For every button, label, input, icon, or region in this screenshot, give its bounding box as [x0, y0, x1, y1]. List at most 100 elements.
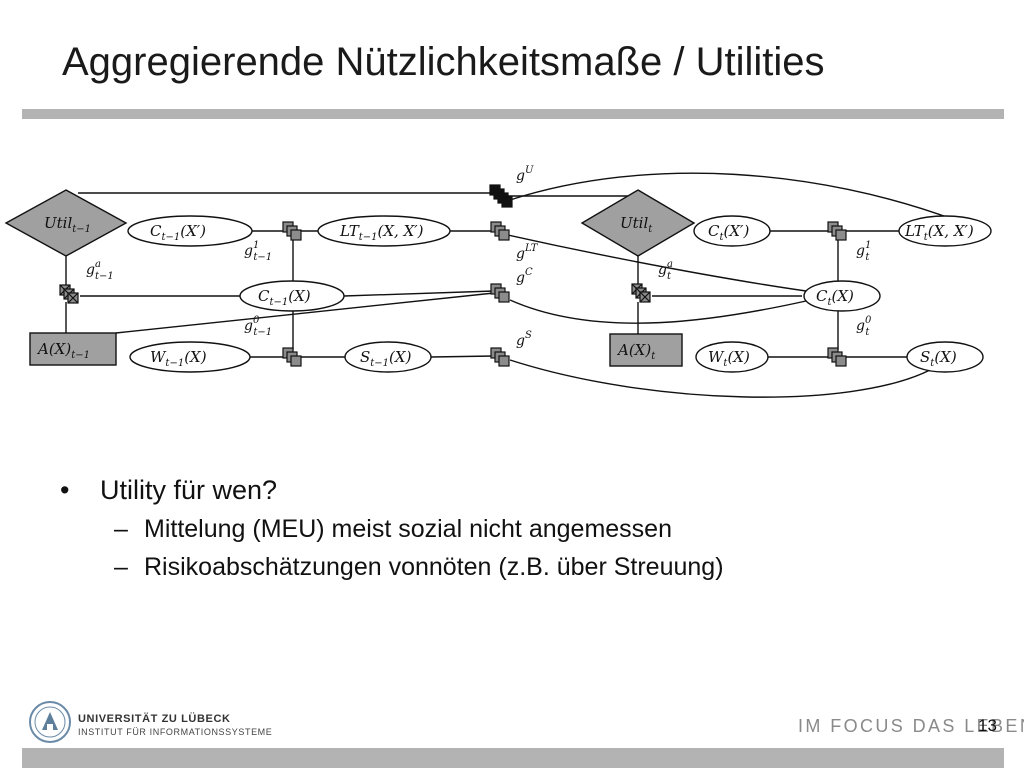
node-c-x-curr-base: C [816, 287, 828, 305]
node-s-prev-args: (X) [389, 348, 412, 366]
node-util-curr-base: Util [620, 214, 648, 232]
node-lt-prev-sub: t−1 [359, 232, 378, 243]
bullet-list: • Utility für wen? – Mittelung (MEU) mei… [60, 470, 980, 586]
diagram-factors [59, 184, 847, 367]
node-c-x-prev-shape [239, 280, 345, 312]
page-number: 13 [978, 716, 997, 735]
node-c-xp-prev-sub: t−1 [161, 232, 180, 243]
node-w-prev-shape [129, 341, 251, 373]
factor-gLT-square [490, 221, 510, 241]
node-util-curr: Utilt [620, 214, 653, 235]
node-w-curr-shape [695, 341, 769, 373]
node-w-curr: Wt(X) [708, 348, 750, 369]
node-lt-prev: LTt−1(X, X′) [339, 222, 424, 243]
node-lt-curr-base: LT [904, 222, 925, 240]
node-lt-prev-args: (X, X′) [378, 222, 424, 240]
node-w-curr-sub: t [723, 358, 728, 369]
dash-icon: – [114, 553, 128, 581]
node-s-curr: St(X) [920, 348, 957, 369]
footer-bar [22, 748, 1004, 768]
factor-g0-prev-square [282, 347, 302, 367]
edge-a-prev-to-gC [115, 292, 495, 334]
footer-slogan: IM FOCUS DAS LEBEN [798, 716, 1024, 736]
node-c-x-curr: Ct(X) [816, 287, 854, 308]
node-util-prev-shape [4, 189, 128, 257]
node-lt-curr-sub: t [924, 232, 929, 243]
node-w-prev-args: (X) [184, 348, 207, 366]
factor-label-gC: gC [516, 267, 533, 286]
factor-gU-square [489, 184, 513, 208]
node-lt-curr: LTt(X, X′) [904, 222, 974, 243]
edge-gS-to-s-curr-arc [509, 359, 931, 398]
factor-label-gS: gS [516, 330, 532, 349]
diagram-nodes: Utilt−1 Utilt A(X)t−1 A(X)t Ct−1(X′) LTt… [4, 189, 992, 373]
node-c-xp-prev-base: C [150, 222, 162, 240]
node-c-xp-prev-shape [127, 215, 253, 247]
bullet-item: • Utility für wen? [60, 470, 980, 510]
node-a-prev: A(X)t−1 [36, 340, 90, 361]
sub-bullet-item: – Mittelung (MEU) meist sozial nicht ang… [60, 510, 980, 548]
node-w-prev-base: W [150, 348, 167, 366]
factor-gS-square [490, 347, 510, 367]
node-a-prev-sub: t−1 [71, 350, 90, 361]
university-name: UNIVERSITÄT ZU LÜBECK [78, 713, 231, 725]
sub-bullet-2-text: Risikoabschätzungen vonnöten (z.B. über … [144, 553, 724, 581]
node-s-prev: St−1(X) [360, 348, 412, 369]
institute-name: INSTITUT FÜR INFORMATIONSSYSTEME [78, 727, 273, 737]
edge-s-prev-to-gS [430, 355, 495, 358]
bullet-main-text: Utility für wen? [100, 475, 278, 505]
node-util-curr-sub: t [648, 224, 653, 235]
node-lt-prev-shape [317, 215, 451, 247]
node-a-prev-base: A(X) [36, 340, 71, 358]
university-seal-icon [29, 701, 71, 743]
node-lt-curr-args: (X, X′) [928, 222, 974, 240]
node-s-prev-base: S [360, 348, 370, 366]
sub-bullet-1-text: Mittelung (MEU) meist sozial nicht angem… [144, 515, 672, 543]
node-c-x-prev-base: C [258, 287, 270, 305]
factor-ga-prev-square [59, 284, 79, 304]
factor-g1-prev-square [282, 221, 302, 241]
node-s-curr-args: (X) [934, 348, 957, 366]
node-a-prev-shape [29, 332, 117, 366]
node-s-prev-shape [344, 341, 432, 373]
edge-c-prev-to-gC [343, 290, 495, 297]
node-c-x-prev-args: (X) [288, 287, 311, 305]
dash-icon: – [114, 515, 128, 543]
node-c-xp-prev-args: (X′) [180, 222, 206, 240]
node-w-curr-base: W [708, 348, 725, 366]
node-util-prev-sub: t−1 [72, 224, 91, 235]
factor-ga-curr-square [631, 283, 651, 303]
node-c-xp-curr-sub: t [719, 232, 724, 243]
title-divider [22, 109, 1004, 119]
node-w-prev-sub: t−1 [165, 358, 184, 369]
node-c-x-curr-shape [803, 280, 881, 312]
factor-graph-diagram: Utilt−1 Utilt A(X)t−1 A(X)t Ct−1(X′) LTt… [4, 165, 992, 398]
node-c-xp-curr-args: (X′) [724, 222, 750, 240]
edge-gU-to-lt-curr-arc [509, 172, 956, 221]
node-util-prev-base: Util [44, 214, 72, 232]
node-c-x-curr-sub: t [827, 297, 832, 308]
node-c-xp-curr-base: C [708, 222, 720, 240]
node-util-prev: Utilt−1 [44, 214, 91, 235]
node-a-curr-sub: t [651, 351, 656, 362]
factor-label-gU: gU [516, 165, 534, 184]
node-s-prev-sub: t−1 [370, 358, 389, 369]
node-util-curr-shape [580, 189, 696, 257]
bullet-dot-icon: • [60, 475, 70, 505]
node-c-xp-prev: Ct−1(X′) [150, 222, 206, 243]
node-c-xp-curr: Ct(X′) [708, 222, 749, 243]
node-w-curr-args: (X) [727, 348, 750, 366]
node-lt-curr-shape [898, 215, 992, 247]
factor-g0-curr-square [827, 347, 847, 367]
node-s-curr-sub: t [930, 358, 935, 369]
factor-label-gLT: gLT [516, 243, 539, 262]
node-c-xp-curr-shape [693, 215, 771, 247]
node-s-curr-base: S [920, 348, 930, 366]
node-c-x-prev-sub: t−1 [269, 297, 288, 308]
edge-gLT-to-c-curr-arc [507, 234, 807, 292]
